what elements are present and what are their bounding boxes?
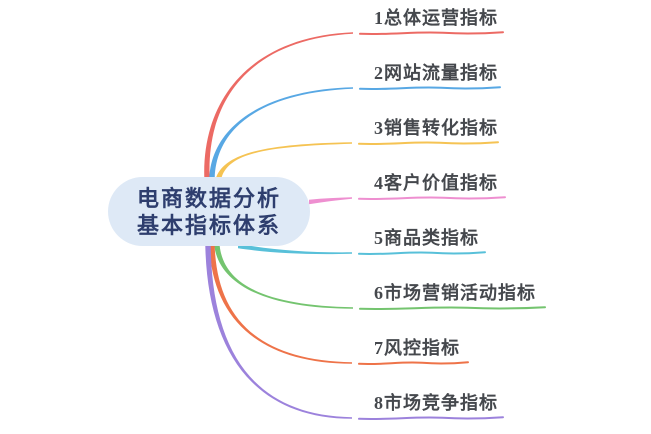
central-topic-line1: 电商数据分析 (136, 185, 281, 211)
central-topic-line2: 基本指标体系 (136, 212, 281, 238)
branch-underline-8 (358, 416, 504, 421)
branch-label-4[interactable]: 4客户价值指标 (374, 173, 498, 193)
branch-underline-5 (358, 251, 486, 256)
branch-label-2[interactable]: 2网站流量指标 (374, 63, 498, 83)
branch-connector-3 (216, 142, 352, 177)
branch-label-5[interactable]: 5商品类指标 (374, 228, 479, 248)
branch-connector-7 (209, 246, 352, 364)
branch-underline-7 (358, 361, 469, 366)
branch-underline-2 (359, 86, 501, 91)
branch-label-6[interactable]: 6市场营销活动指标 (374, 283, 536, 303)
central-topic-node[interactable]: 电商数据分析 基本指标体系 (108, 177, 310, 246)
branch-underline-3 (358, 141, 499, 146)
branch-underline-6 (359, 306, 546, 311)
branch-label-3[interactable]: 3销售转化指标 (374, 118, 498, 138)
branch-connector-5 (238, 243, 352, 255)
branch-label-8[interactable]: 8市场竞争指标 (374, 393, 498, 413)
branch-connector-6 (214, 246, 353, 309)
branch-connector-4 (309, 197, 352, 205)
branch-label-1[interactable]: 1总体运营指标 (374, 8, 498, 28)
branch-underline-4 (358, 196, 506, 201)
branch-connector-2 (209, 87, 353, 178)
branch-underline-1 (359, 31, 504, 36)
branch-label-7[interactable]: 7风控指标 (374, 338, 460, 358)
branch-connector-1 (204, 32, 353, 179)
